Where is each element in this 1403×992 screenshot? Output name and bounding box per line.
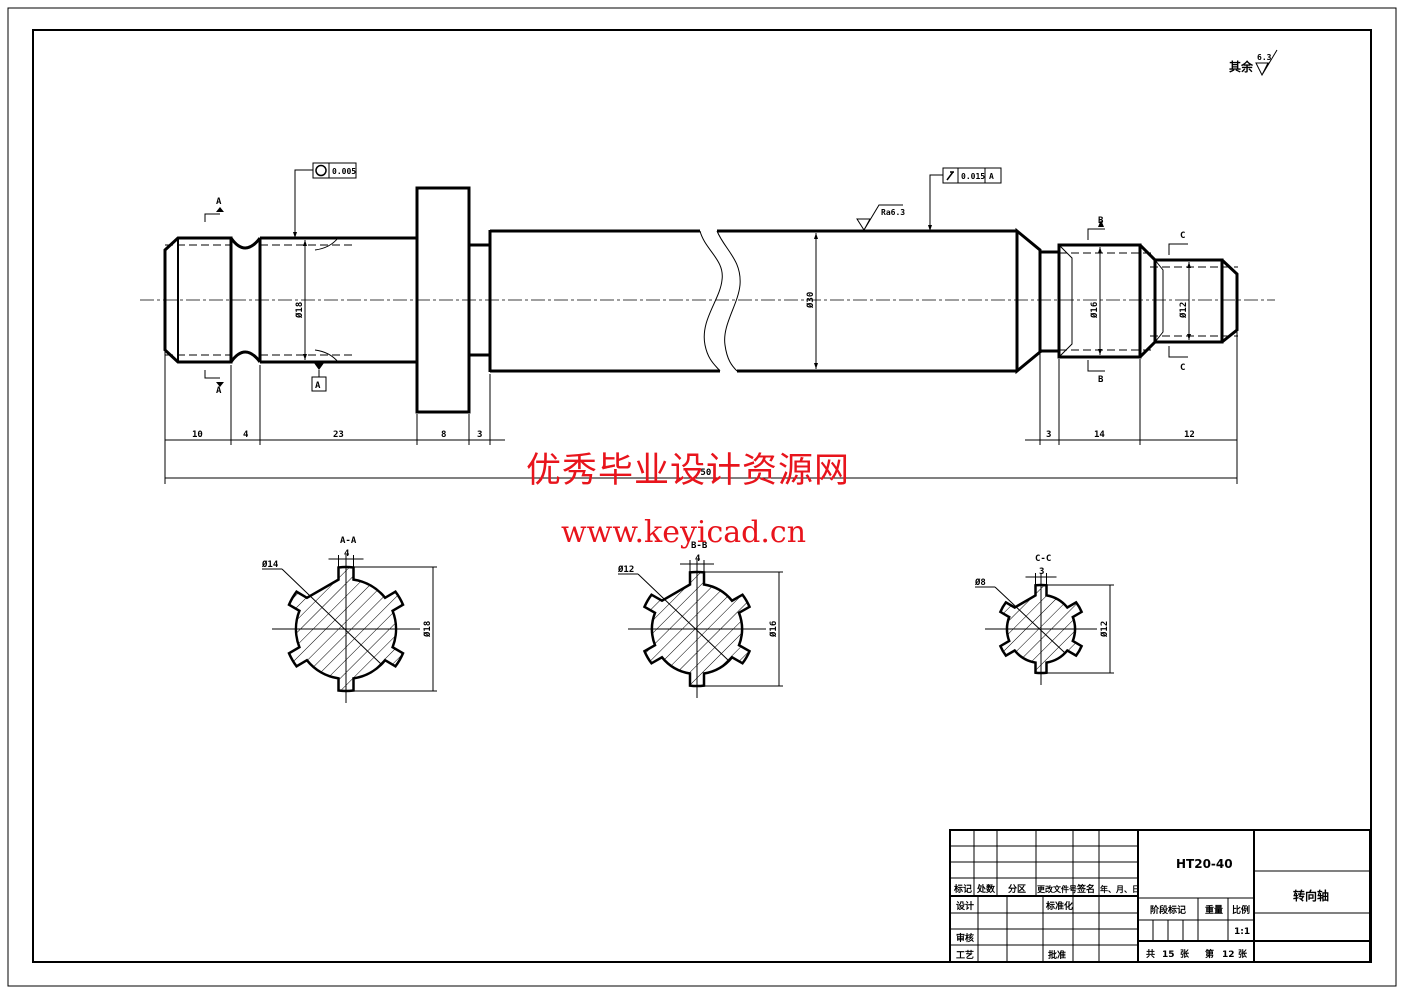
break-line-right — [716, 230, 741, 372]
section-title: A-A — [340, 536, 357, 546]
svg-text:A: A — [989, 172, 994, 181]
svg-text:标记: 标记 — [953, 883, 972, 895]
dim-overall-length: 750 — [165, 468, 1237, 479]
sheet-outer-border — [7, 7, 1397, 987]
circularity-icon — [315, 164, 327, 177]
roughness-mark: Ra6.3 — [856, 204, 905, 231]
shaft-right-end — [1040, 243, 1239, 359]
svg-text:工艺: 工艺 — [956, 949, 974, 961]
svg-text:1:1: 1:1 — [1234, 927, 1250, 937]
key-width-label: 4 — [695, 554, 701, 564]
svg-text:第: 第 — [1205, 948, 1214, 960]
svg-text:Ra6.3: Ra6.3 — [881, 208, 905, 217]
key-width-label: 4 — [344, 549, 350, 559]
dim-main-diameter: Ø30 — [805, 233, 818, 369]
section-mark-a: A A — [204, 197, 224, 396]
surface-finish-note: 其余 6.3 — [1229, 49, 1278, 77]
svg-text:10: 10 — [192, 430, 203, 440]
dim-right-diameter-2: Ø12 — [1178, 262, 1191, 340]
drawing-number: HT20-40 — [1176, 857, 1233, 871]
outer-diameter-label: Ø18 — [422, 621, 433, 638]
roughness-symbol-icon — [856, 204, 903, 231]
svg-text:750: 750 — [695, 468, 711, 478]
section-view-3: Ø12 3 C-C Ø8 — [974, 554, 1114, 685]
svg-text:批准: 批准 — [1048, 949, 1066, 961]
section-view-1: Ø18 4 A-A Ø14 — [261, 536, 437, 703]
svg-text:12: 12 — [1184, 430, 1195, 440]
svg-text:张: 张 — [1180, 948, 1190, 960]
svg-text:阶段标记: 阶段标记 — [1150, 904, 1186, 916]
datum-a: A — [311, 363, 327, 392]
svg-text:C: C — [1180, 363, 1185, 373]
inner-diameter-label: Ø14 — [261, 559, 279, 570]
surface-finish-prefix: 其余 — [1229, 59, 1254, 74]
svg-text:0.015: 0.015 — [961, 172, 985, 181]
circularity-tolerance-frame: 0.005 — [293, 162, 357, 238]
svg-text:更改文件号: 更改文件号 — [1037, 884, 1077, 894]
watermark-title: 优秀毕业设计资源网 — [526, 451, 851, 491]
watermark-url[interactable]: www.keyicad.cn — [561, 515, 807, 550]
section-title: C-C — [1035, 554, 1051, 564]
leader-line — [994, 586, 1066, 654]
svg-text:重量: 重量 — [1205, 904, 1223, 916]
section-title: B-B — [691, 541, 708, 551]
svg-text:比例: 比例 — [1232, 904, 1250, 916]
outer-diameter-label: Ø12 — [1099, 621, 1110, 638]
svg-text:设计: 设计 — [956, 900, 974, 912]
svg-text:处数: 处数 — [976, 883, 996, 895]
svg-text:B: B — [1098, 375, 1104, 385]
svg-text:C: C — [1180, 231, 1185, 241]
svg-text:A: A — [315, 381, 321, 391]
svg-text:B: B — [1098, 216, 1104, 226]
outer-diameter-label: Ø16 — [768, 621, 779, 638]
drawing-frame — [32, 29, 1372, 963]
svg-text:14: 14 — [1094, 430, 1105, 440]
part-name: 转向轴 — [1293, 888, 1329, 903]
svg-text:签名: 签名 — [1076, 883, 1095, 895]
svg-text:Ø30: Ø30 — [805, 292, 816, 309]
svg-text:年、月、日: 年、月、日 — [1100, 884, 1140, 894]
svg-text:标准化: 标准化 — [1045, 900, 1073, 912]
section-mark-b: B B — [1087, 216, 1105, 385]
svg-text:A: A — [216, 197, 222, 207]
break-line-left — [699, 230, 723, 372]
svg-text:Ø16: Ø16 — [1089, 302, 1100, 319]
svg-text:3: 3 — [477, 430, 482, 440]
svg-text:23: 23 — [333, 430, 344, 440]
leader-line — [637, 573, 729, 661]
section-mark-c: C C — [1168, 231, 1188, 373]
title-block: 标记 处数 分区 更改文件号 签名 年、月、日 设计 标准化 审核 工艺 批准 … — [949, 829, 1371, 963]
key-width-label: 3 — [1039, 567, 1044, 577]
inner-diameter-label: Ø8 — [974, 577, 986, 588]
svg-text:共: 共 — [1146, 948, 1155, 960]
svg-text:15: 15 — [1162, 950, 1175, 960]
dim-chain-left: 10 4 23 8 3 — [164, 352, 505, 484]
svg-text:张: 张 — [1238, 948, 1248, 960]
shaft-left-end — [163, 186, 490, 414]
shaft-main-body — [488, 227, 1042, 375]
svg-text:8: 8 — [441, 430, 446, 440]
svg-text:A: A — [216, 386, 222, 396]
leader-line — [281, 568, 382, 665]
inner-diameter-label: Ø12 — [617, 564, 634, 575]
svg-text:3: 3 — [1046, 430, 1051, 440]
svg-text:12: 12 — [1222, 950, 1235, 960]
dim-right-diameter-1: Ø16 — [1089, 247, 1102, 355]
dim-chain-right: 3 14 12 — [1025, 332, 1238, 484]
runout-arrow-icon — [946, 171, 954, 181]
svg-text:审核: 审核 — [956, 932, 974, 944]
svg-text:4: 4 — [243, 430, 249, 440]
svg-text:分区: 分区 — [1008, 883, 1026, 895]
runout-tolerance-frame: 0.015 A — [928, 167, 1002, 231]
svg-text:Ø12: Ø12 — [1178, 302, 1189, 319]
surface-finish-value: 6.3 — [1257, 53, 1272, 62]
svg-text:Ø18: Ø18 — [294, 302, 305, 319]
svg-text:0.005: 0.005 — [332, 167, 356, 176]
section-view-2: Ø16 4 B-B Ø12 — [617, 541, 783, 698]
dim-left-diameter: Ø18 — [294, 240, 307, 360]
roughness-symbol-icon — [1255, 49, 1278, 77]
